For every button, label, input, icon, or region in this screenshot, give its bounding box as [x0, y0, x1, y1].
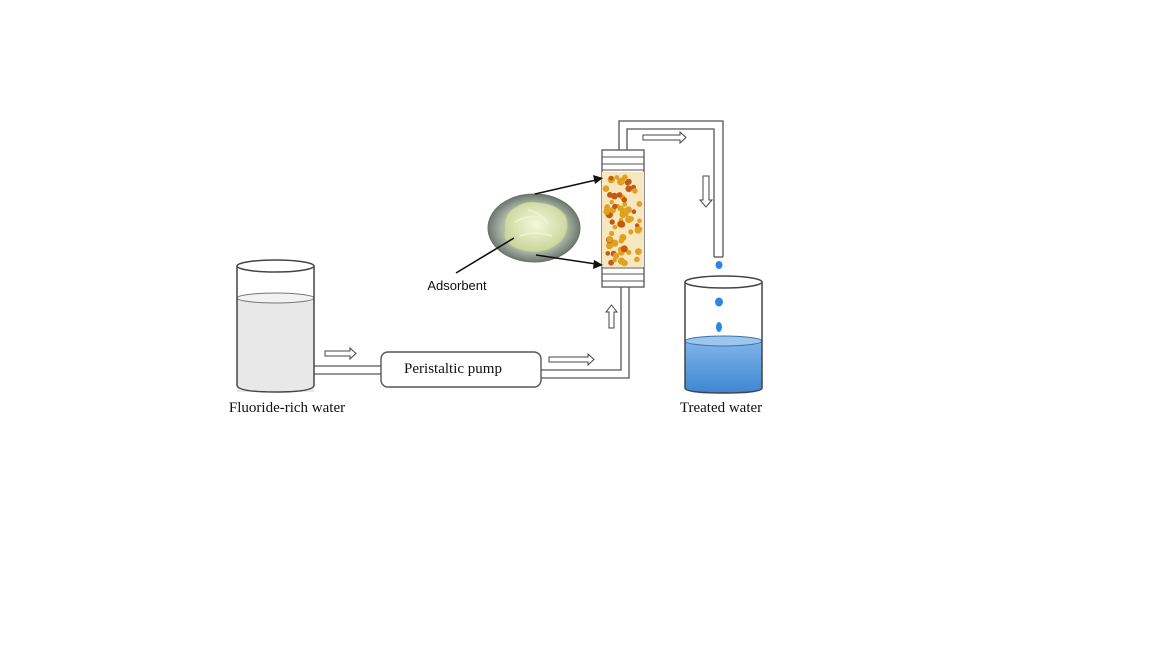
adsorbent-bead	[608, 259, 614, 266]
adsorbent-bead	[609, 230, 615, 237]
source-beaker	[236, 259, 315, 393]
adsorbent-bead	[606, 236, 613, 243]
adsorbent-bead	[625, 206, 632, 214]
column-bottom-mesh	[602, 267, 644, 282]
adsorbent-bead	[626, 249, 632, 255]
adsorbent-bead	[620, 245, 628, 253]
treated-water-surface	[684, 335, 763, 347]
treated-water	[685, 341, 762, 393]
adsorbent-bead	[609, 219, 615, 225]
adsorbent-bead	[617, 177, 625, 186]
adsorbent-bead	[617, 220, 626, 228]
flow-arrow-3	[604, 304, 619, 329]
adsorbent-bead	[628, 216, 635, 222]
adsorbent-bead	[634, 256, 640, 263]
flow-arrow-5	[698, 175, 714, 208]
adsorbent-bead	[619, 210, 627, 219]
water-drop-icon	[715, 261, 723, 269]
tube-column-to-outlet	[618, 120, 724, 258]
tube-pump-to-column	[541, 287, 630, 379]
adsorbent-bead	[612, 224, 618, 230]
adsorbent-bead	[605, 242, 614, 250]
label-pump: Peristaltic pump	[404, 361, 502, 377]
adsorbent-dish	[487, 193, 581, 263]
adsorbent-bead	[628, 229, 634, 235]
adsorbent-bead	[624, 179, 631, 186]
adsorbent-bead	[625, 185, 632, 192]
source-beaker-wall	[236, 266, 315, 393]
label-source: Fluoride-rich water	[229, 400, 345, 416]
adsorbent-beads	[602, 174, 643, 267]
label-adsorbent: Adsorbent	[427, 278, 487, 293]
column-top-mesh	[602, 156, 644, 171]
treated-beaker	[684, 275, 763, 394]
flow-arrow-2	[548, 352, 595, 367]
source-beaker-rim	[236, 259, 315, 273]
adsorbent-powder	[504, 201, 568, 253]
adsorbent-bead	[614, 175, 620, 180]
adsorbent-bead	[622, 202, 628, 207]
tube-source-to-pump	[314, 365, 383, 375]
adsorbent-bead	[612, 252, 620, 259]
label-output: Treated water	[680, 400, 762, 416]
adsorbent-bead	[608, 176, 614, 181]
adsorbent-bead	[602, 185, 610, 192]
treated-beaker-rim	[684, 275, 763, 289]
adsorbent-bead	[604, 204, 610, 211]
adsorbent-bead	[605, 251, 611, 256]
water-drop-icon	[716, 322, 722, 332]
source-water-surface	[236, 292, 315, 304]
adsorbent-bead	[635, 248, 642, 256]
adsorbent-bead	[611, 192, 618, 200]
adsorbent-bead	[621, 259, 628, 267]
water-drop-icon	[715, 297, 723, 307]
adsorption-column	[601, 149, 645, 288]
adsorbent-bead	[632, 188, 638, 194]
adsorbent-bead	[619, 234, 627, 241]
flow-arrow-4	[642, 130, 687, 145]
adsorbent-bead	[612, 257, 617, 263]
adsorbent-bead	[621, 197, 628, 203]
adsorbent-bead	[617, 205, 624, 212]
source-water	[237, 298, 314, 392]
adsorbent-bead	[612, 203, 618, 210]
adsorbent-bead	[631, 209, 637, 214]
adsorbent-bead	[637, 218, 642, 224]
flow-arrow-1	[324, 346, 357, 361]
adsorbent-bead	[636, 201, 643, 207]
adsorbent-bead	[636, 226, 643, 232]
treated-beaker-wall	[684, 282, 763, 394]
adsorbent-bead	[616, 192, 623, 198]
pointer-arrows	[455, 175, 603, 274]
adsorbent-bead	[609, 199, 614, 205]
